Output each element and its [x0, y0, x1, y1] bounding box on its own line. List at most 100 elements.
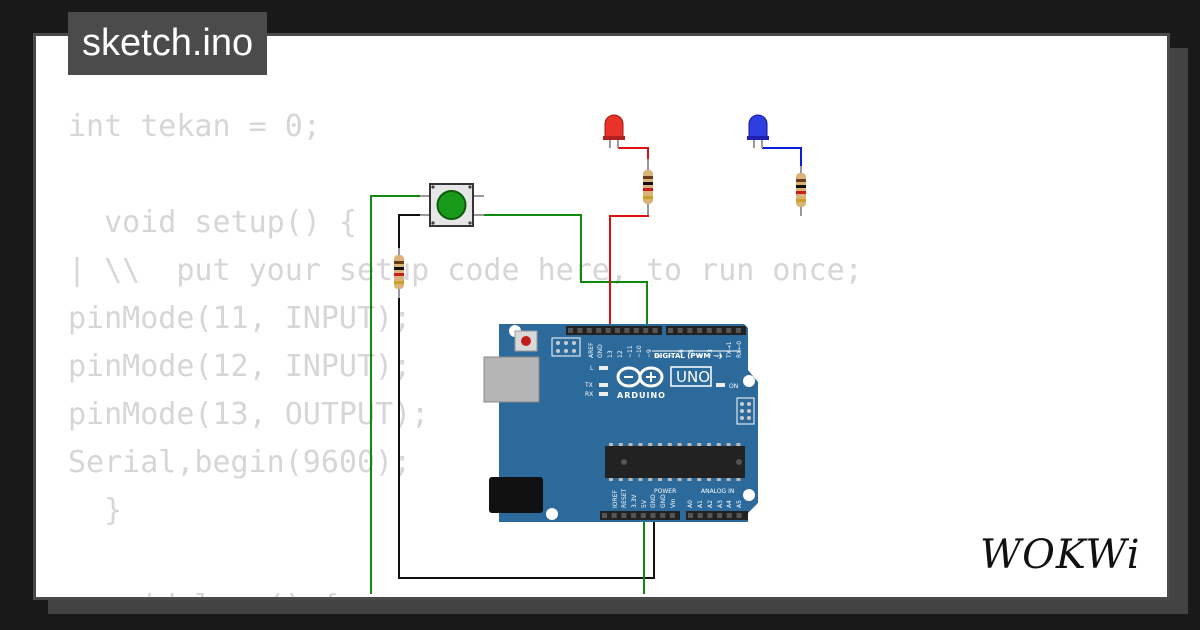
chip-pin	[716, 443, 721, 446]
blue-led[interactable]	[747, 114, 769, 148]
pin-label: 2	[717, 354, 724, 358]
chip-pin	[609, 478, 613, 481]
chip-pin	[628, 478, 633, 481]
pin-label: ~11	[627, 345, 634, 358]
rx-label: RX	[585, 391, 593, 398]
header-pin[interactable]	[643, 328, 649, 333]
pin-label: ~3	[707, 349, 714, 358]
power-jack	[489, 477, 543, 513]
wire-blue-led	[762, 147, 802, 166]
pin-label: ~10	[636, 345, 643, 358]
header-pin[interactable]	[706, 328, 712, 333]
header-pin[interactable]	[697, 513, 703, 518]
header-pin[interactable]	[668, 328, 673, 333]
header-pin[interactable]	[621, 513, 627, 518]
pushbutton[interactable]	[420, 183, 484, 227]
header-pin[interactable]	[602, 513, 607, 518]
pin-label: 8	[655, 354, 662, 358]
arduino-infinity-logo	[616, 366, 664, 388]
usb-port	[483, 356, 540, 403]
chip-pin	[736, 443, 741, 446]
code-line: }	[68, 493, 123, 528]
pin-label: A2	[707, 500, 714, 508]
header-pin[interactable]	[726, 513, 732, 518]
chip-pin	[687, 478, 692, 481]
digital-label: DIGITAL (PWM ~)	[654, 352, 722, 360]
chip-pin	[638, 443, 643, 446]
sketch-file-title: sketch.ino	[68, 12, 268, 75]
pin-label: 5V	[641, 499, 648, 508]
wire-button-to-pin	[472, 214, 648, 331]
chip-pin	[687, 443, 692, 446]
header-pin[interactable]	[697, 328, 703, 333]
pin-label: TX→1	[726, 341, 733, 359]
code-line: pinMode(11, INPUT);	[68, 301, 412, 336]
header-pin[interactable]	[624, 328, 630, 333]
chip-pin	[697, 443, 702, 446]
l-label: L	[590, 365, 594, 372]
header-pin[interactable]	[736, 513, 742, 518]
pin-label: 7	[668, 354, 675, 358]
header-pin[interactable]	[687, 328, 693, 333]
pin-label: 3.3V	[631, 493, 638, 508]
code-line: pinMode(13, OUTPUT);	[68, 397, 430, 432]
code-line: int tekan = 0;	[68, 109, 321, 144]
chip-pin	[726, 478, 731, 481]
header-pin[interactable]	[716, 328, 722, 333]
header-pin[interactable]	[726, 328, 732, 333]
header-pin[interactable]	[688, 513, 693, 518]
pin-label: 12	[617, 350, 624, 358]
header-pin[interactable]	[577, 328, 583, 333]
chip-pin	[618, 443, 623, 446]
pin-label: GND	[597, 344, 604, 358]
pin-label: A5	[736, 500, 743, 508]
header-pin[interactable]	[640, 513, 646, 518]
header-pin[interactable]	[707, 513, 713, 518]
wokwi-logo: WOKWi	[980, 532, 1140, 574]
code-line: Serial,begin(9600);	[68, 445, 412, 480]
wire-button-to-ground-rail	[370, 195, 432, 594]
code-line: void setup() {	[68, 205, 357, 240]
wire-button-to-gnd	[398, 214, 655, 579]
header-pin[interactable]	[586, 328, 592, 333]
header-pin[interactable]	[660, 513, 666, 518]
header-pin[interactable]	[652, 328, 658, 333]
header-pin[interactable]	[717, 513, 723, 518]
header-pin[interactable]	[650, 513, 656, 518]
header-pin[interactable]	[615, 328, 620, 333]
uno-badge	[670, 366, 712, 387]
resistor-blue-led[interactable]	[796, 166, 806, 216]
pin-label: A4	[726, 500, 733, 508]
header-pin[interactable]	[611, 513, 617, 518]
chip-pin	[628, 443, 633, 446]
chip-pin	[726, 443, 731, 446]
chip-pin	[618, 478, 623, 481]
power-label: POWER	[654, 488, 676, 495]
header-pin[interactable]	[669, 513, 675, 518]
header-pin[interactable]	[568, 328, 573, 333]
chip-pin	[658, 443, 662, 446]
red-led[interactable]	[603, 114, 625, 148]
code-preview: int tekan = 0; void setup() {| \\ put yo…	[68, 103, 863, 597]
header-pin[interactable]	[677, 328, 683, 333]
chip-pin	[667, 443, 672, 446]
pin-label: Vin	[670, 498, 677, 508]
resistor-red-led[interactable]	[643, 159, 653, 215]
header-pin[interactable]	[596, 328, 602, 333]
chip-pin	[648, 443, 653, 446]
chip-pin	[677, 478, 682, 481]
pin-label: GND	[650, 494, 657, 508]
header-pin[interactable]	[633, 328, 639, 333]
code-line: pinMode(12, INPUT);	[68, 349, 412, 384]
header-pin[interactable]	[735, 328, 741, 333]
pin-label: 13	[607, 350, 614, 358]
analog-label: ANALOG IN	[701, 488, 734, 495]
diagram-canvas[interactable]: int tekan = 0; void setup() {| \\ put yo…	[33, 33, 1170, 600]
header-pin[interactable]	[631, 513, 637, 518]
chip-pin	[648, 478, 653, 481]
resistor-button[interactable]	[394, 248, 404, 298]
chip-pin	[736, 478, 741, 481]
header-pin[interactable]	[605, 328, 611, 333]
chip-pin	[638, 478, 643, 481]
